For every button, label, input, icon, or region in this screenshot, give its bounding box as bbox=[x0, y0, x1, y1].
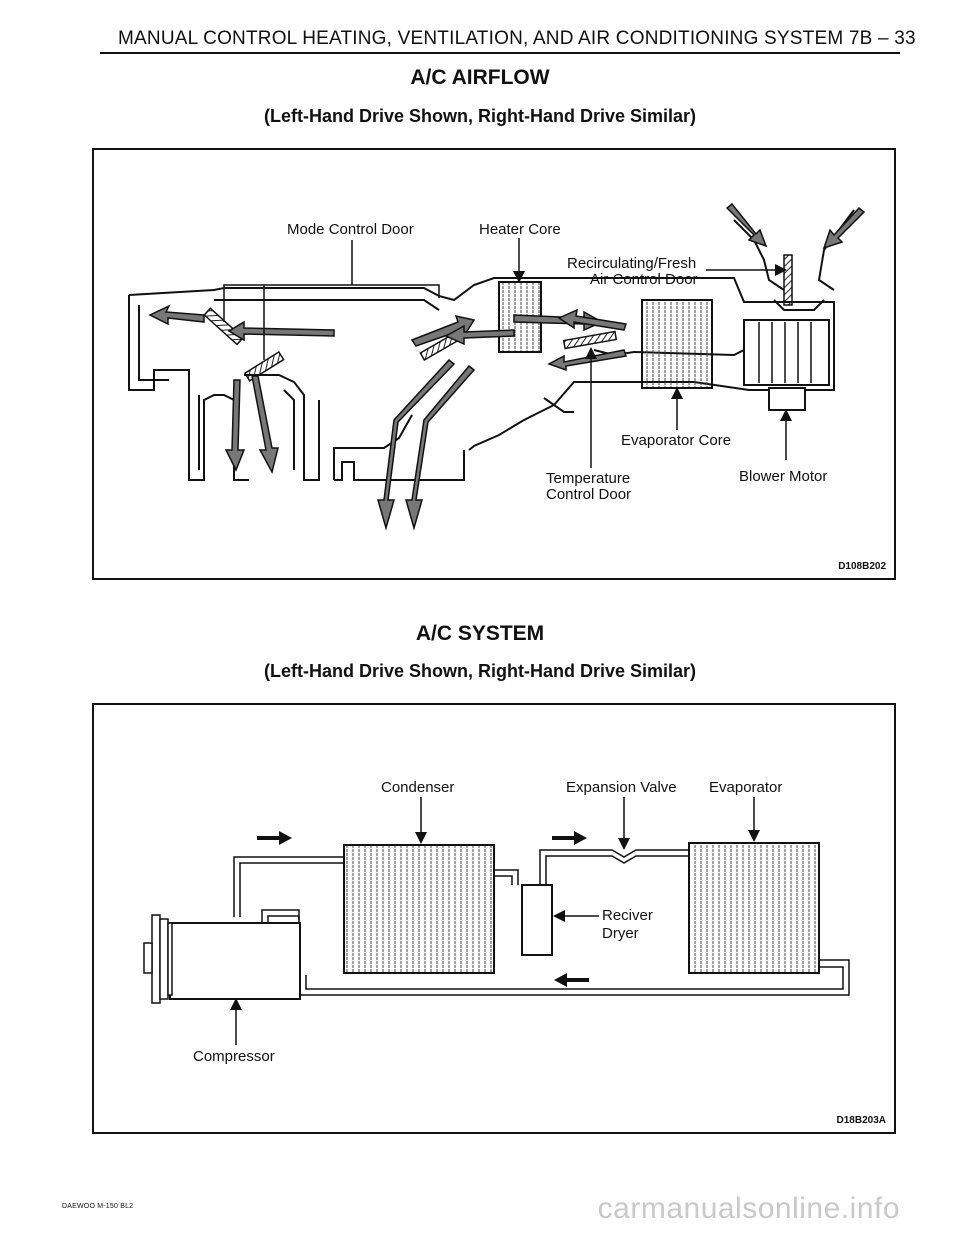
ac-system-diagram: Condenser Expansion Valve Evaporator Rec… bbox=[143, 779, 850, 1065]
label-recirc-line2: Air Control Door bbox=[590, 271, 698, 288]
airflow-leader-lines bbox=[223, 238, 792, 468]
ac-airflow-figure: Mode Control Door Heater Core Recirculat… bbox=[92, 148, 896, 580]
label-blower-motor: Blower Motor bbox=[739, 468, 827, 485]
mode-door-upper bbox=[203, 307, 245, 346]
section-subtitle-ac-system: (Left-Hand Drive Shown, Right-Hand Drive… bbox=[263, 661, 697, 681]
temperature-control-door-shape bbox=[562, 330, 618, 350]
label-mode-control-door: Mode Control Door bbox=[287, 221, 414, 238]
receiver-dryer-shape bbox=[521, 884, 553, 956]
section-title-ac-system: A/C SYSTEM bbox=[415, 622, 545, 645]
compressor-shape bbox=[169, 922, 301, 1000]
watermark-site: carmanualsonline.info bbox=[597, 1192, 900, 1225]
label-evaporator: Evaporator bbox=[709, 779, 782, 796]
label-temperature-line1: Temperature bbox=[546, 470, 630, 487]
compressor-pulley bbox=[143, 914, 173, 1004]
header-rule bbox=[100, 52, 900, 54]
evaporator-core-shape bbox=[641, 299, 713, 389]
label-recirc-line1: Recirculating/Fresh bbox=[567, 255, 696, 272]
system-leader-lines bbox=[230, 797, 760, 1045]
blower-vanes bbox=[758, 322, 812, 383]
footer-doc-id: DAEWOO M-150 BL2 bbox=[62, 1203, 134, 1210]
figure-code-airflow: D108B202 bbox=[838, 561, 886, 572]
evaporator-shape bbox=[688, 842, 820, 974]
label-receiver-line2: Dryer bbox=[602, 925, 639, 942]
label-condenser: Condenser bbox=[381, 779, 454, 796]
blower-motor-shape bbox=[768, 387, 806, 411]
ac-system-figure: Condenser Expansion Valve Evaporator Rec… bbox=[92, 703, 896, 1134]
flow-arrows bbox=[257, 831, 589, 987]
page-header-title: MANUAL CONTROL HEATING, VENTILATION, AND… bbox=[118, 28, 916, 49]
label-evaporator-core: Evaporator Core bbox=[621, 432, 731, 449]
section-subtitle-ac-airflow: (Left-Hand Drive Shown, Right-Hand Drive… bbox=[263, 106, 697, 126]
label-heater-core: Heater Core bbox=[479, 221, 561, 238]
section-title-ac-airflow: A/C AIRFLOW bbox=[410, 66, 550, 89]
label-compressor: Compressor bbox=[193, 1048, 275, 1065]
ac-airflow-diagram: Mode Control Door Heater Core Recirculat… bbox=[128, 202, 866, 531]
recirc-fresh-door-shape bbox=[783, 254, 793, 306]
label-receiver-line1: Reciver bbox=[602, 907, 653, 924]
label-temperature-line2: Control Door bbox=[546, 486, 631, 503]
label-expansion-valve: Expansion Valve bbox=[566, 779, 677, 796]
figure-code-system: D18B203A bbox=[836, 1115, 886, 1126]
mode-door-lower bbox=[243, 350, 285, 382]
airflow-arrows bbox=[148, 202, 866, 531]
blower-housing-shape bbox=[743, 319, 830, 386]
condenser-shape bbox=[343, 844, 495, 974]
